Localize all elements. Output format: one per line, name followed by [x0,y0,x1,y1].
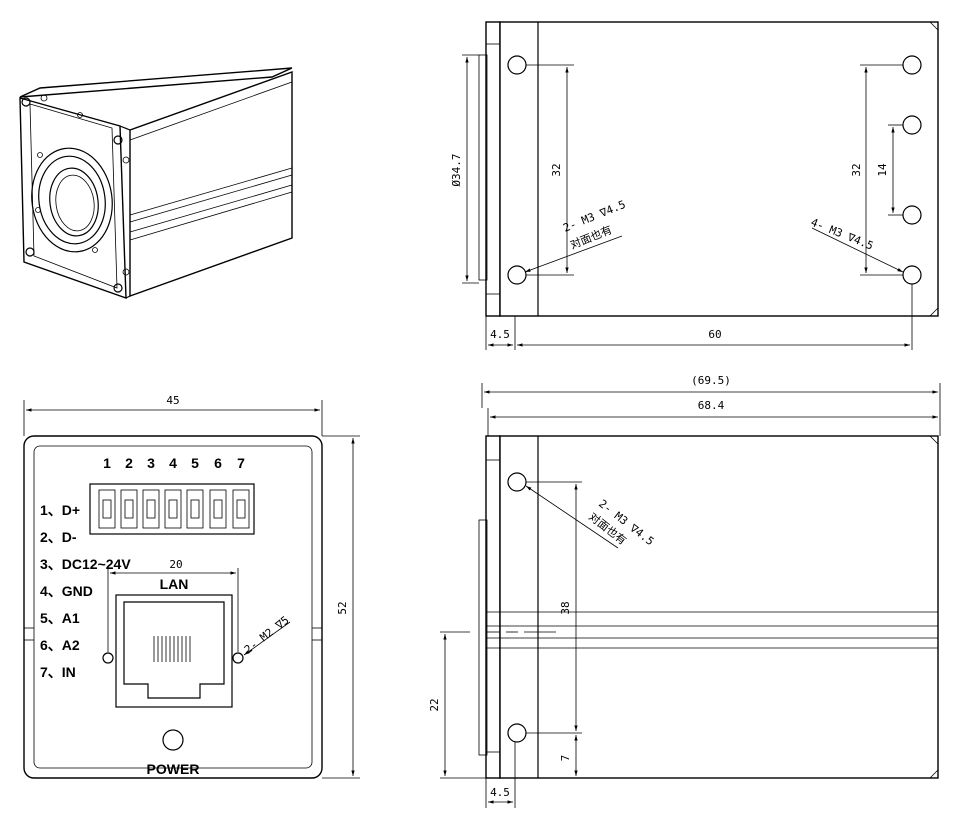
pin-label: 3、DC12~24V [40,556,131,572]
dim-total-length: (69.5) [691,374,731,387]
pin-number: 2 [125,455,133,471]
lan-port [115,594,233,708]
pin-number: 5 [191,455,199,471]
pin-number: 1 [103,455,111,471]
screw-icon [25,247,35,257]
dim-lan-width: 20 [169,558,182,571]
dim-height: 52 [336,601,349,614]
dim-hole-spacing-right: 32 [850,163,863,176]
lens-mount-outer [31,147,113,253]
dim-width: 45 [166,394,179,407]
dim-diameter: Ø34.7 [450,153,463,186]
pin-label: 7、IN [40,664,76,680]
terminal-block [89,483,255,535]
pin-number: 3 [147,455,155,471]
camera-side-face [129,71,293,297]
lan-label: LAN [160,576,189,592]
camera-front-face [19,97,127,300]
dim-flange: 4.5 [490,328,510,341]
rear-panel-view: 45 52 1 2 3 4 5 6 7 1、D+ [23,394,360,779]
camera-body-outline [499,21,939,317]
pin-label: 2、D- [40,529,77,545]
camera-isometric-view [19,67,293,300]
screw-hole-icon [232,652,244,664]
power-label: POWER [147,761,200,777]
pin-number: 7 [237,455,245,471]
dim-bottom-offset: 22 [428,698,441,711]
rear-panel-outline [23,435,323,779]
screw-hole-icon [102,652,114,664]
dim-hole-spacing: 38 [559,601,572,614]
screw-icon [113,283,123,293]
pin-number: 6 [214,455,222,471]
camera-top-face [19,67,293,98]
dim-hole-spacing-left: 32 [550,163,563,176]
dim-bottom-hole: 7 [559,755,572,762]
pin-label: 4、GND [40,583,93,599]
top-side-view: Ø34.7 32 32 14 2- M3 ∇4.5 对面也有 4- M3 ∇4.… [450,21,939,350]
power-led-icon [162,729,184,751]
screw-icon [21,97,31,107]
lens-opening [49,167,99,237]
dim-length: 60 [708,328,721,341]
dim-hole-spacing-inner: 14 [876,163,889,177]
dim-flange: 4.5 [490,786,510,799]
pin-label: 1、D+ [40,502,80,518]
pin-label: 5、A1 [40,610,80,626]
camera-body-outline [499,435,939,779]
pin-label: 6、A2 [40,637,80,653]
dim-body-length: 68.4 [698,399,725,412]
side-view: (69.5) 68.4 38 7 [428,374,941,808]
pin-number: 4 [169,455,177,471]
screw-icon [113,135,123,145]
